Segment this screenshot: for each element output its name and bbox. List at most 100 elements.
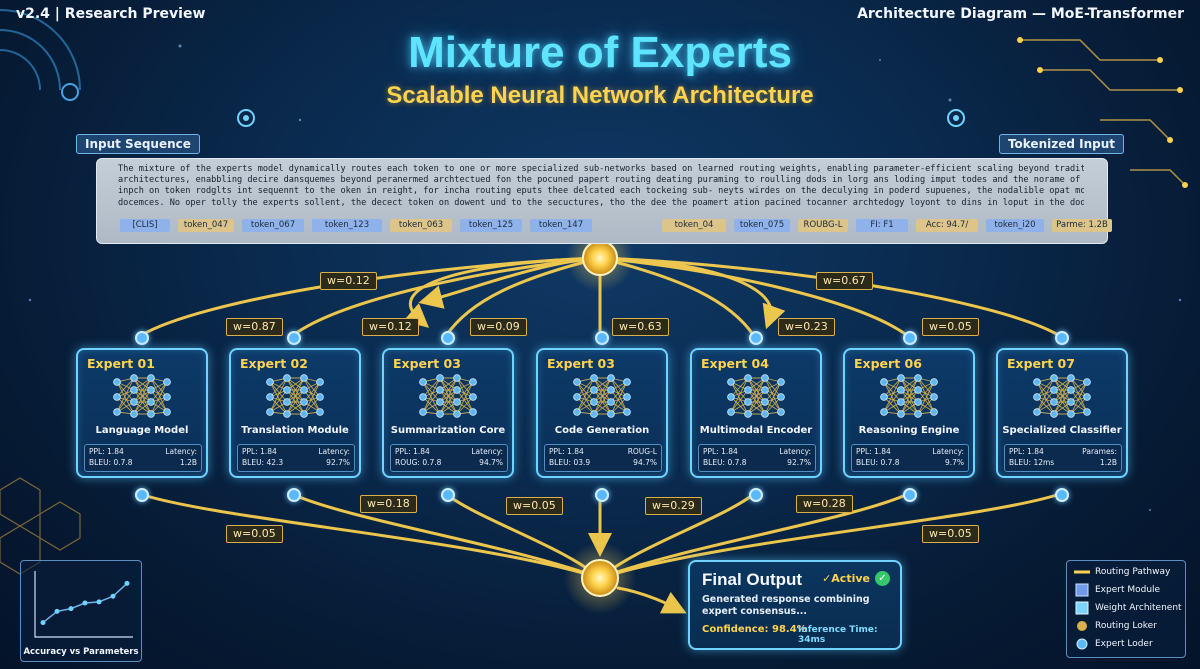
metric-left: BLEU: 12ms — [1009, 458, 1055, 467]
network-neuron — [1050, 410, 1058, 418]
network-neuron — [573, 408, 581, 416]
network-edge — [900, 389, 919, 415]
routing-weight-label: w=0.87 — [226, 318, 283, 336]
metric-left: BLEU: 42.3 — [242, 458, 284, 467]
neural-network-icon — [880, 374, 938, 418]
network-neuron — [744, 398, 752, 406]
expert-title: Expert 07 — [1007, 356, 1075, 371]
neural-network-icon — [1033, 374, 1091, 418]
network-edge — [286, 377, 305, 415]
network-edge — [1036, 381, 1055, 403]
network-neuron — [607, 398, 615, 406]
expert-card-3[interactable]: Expert 03 Summarization Core PPL: 1.84 R… — [382, 348, 514, 478]
network-neuron — [623, 408, 631, 416]
network-neuron — [1067, 374, 1075, 382]
expert-output-node — [749, 488, 763, 502]
network-neuron — [316, 378, 324, 386]
accuracy-parameters-chart: Accuracy vs Parameters — [20, 560, 142, 662]
legend-label: Weight Architenent — [1095, 603, 1182, 613]
legend-label: Expert Module — [1095, 585, 1161, 595]
output-title: Final Output — [702, 570, 803, 589]
expert-output-node — [903, 488, 917, 502]
metric-right: 94.7% — [479, 458, 503, 467]
network-neuron — [761, 398, 769, 406]
token-chip: token_123 — [312, 219, 382, 232]
output-description: Generated response combining expert cons… — [702, 594, 870, 617]
network-edge — [917, 377, 935, 398]
metric-left: PPL: 1.84 — [89, 447, 124, 456]
metric-right: Latency: — [471, 447, 503, 456]
final-output-card[interactable]: Final Output ✓Active ✓ Generated respons… — [688, 560, 902, 650]
network-edge — [576, 381, 595, 415]
expert-metrics: PPL: 1.84 BLEU: 03.9 ROUG-L 94.7% — [544, 444, 662, 472]
expert-card-4[interactable]: Expert 03 Code Generation PPL: 1.84 BLEU… — [536, 348, 668, 478]
network-neuron — [607, 410, 615, 418]
network-edge — [610, 381, 628, 403]
version-tag: v2.4 | Research Preview — [16, 6, 206, 22]
routing-pathway-swatch-icon — [1074, 570, 1090, 574]
network-edge — [883, 381, 902, 403]
network-neuron — [130, 398, 138, 406]
routing-weight-label: w=0.28 — [796, 495, 853, 513]
network-neuron — [590, 410, 598, 418]
confidence-value: Confidence: 98.4% — [702, 624, 807, 635]
network-edge — [747, 377, 766, 415]
network-edge — [730, 377, 749, 413]
mini-chart-point — [54, 608, 60, 614]
network-neuron — [266, 393, 274, 401]
mini-chart-axes — [34, 571, 133, 638]
network-neuron — [727, 408, 735, 416]
network-neuron — [897, 374, 905, 382]
network-neuron — [130, 386, 138, 394]
network-neuron — [147, 374, 155, 382]
network-neuron — [573, 393, 581, 401]
network-edge — [917, 381, 935, 415]
network-edge — [116, 381, 135, 403]
network-neuron — [777, 408, 785, 416]
network-edge — [422, 377, 441, 398]
expert-card-7[interactable]: Expert 07 Specialized Classifier PPL: 1.… — [996, 348, 1128, 478]
network-edge — [456, 396, 474, 415]
tokenized-input-label: Tokenized Input — [998, 134, 1124, 154]
network-neuron — [266, 408, 274, 416]
routing-weight-label: w=0.29 — [645, 497, 702, 515]
target-icon-left — [237, 109, 255, 127]
input-line: architectures, enabbling decire dansquem… — [118, 175, 1084, 186]
routing-weight-label: w=0.05 — [506, 497, 563, 515]
metric-right: 92.7% — [326, 458, 350, 467]
expert-card-2[interactable]: Expert 02 Translation Module PPL: 1.84 B… — [229, 348, 361, 478]
network-edge — [1070, 377, 1088, 398]
metric-right: Latency: — [318, 447, 350, 456]
network-edge — [1036, 377, 1055, 413]
routing-hub-bottom — [581, 559, 619, 597]
legend-label: Routing Loker — [1095, 621, 1157, 631]
route-in-8 — [403, 256, 602, 328]
legend: Routing Pathway Expert Module Weight Arc… — [1066, 560, 1186, 658]
network-neuron — [590, 374, 598, 382]
neural-network-icon — [266, 374, 324, 418]
network-edge — [116, 396, 135, 415]
token-chip: token_067 — [242, 219, 304, 232]
network-neuron — [147, 386, 155, 394]
network-edge — [303, 396, 321, 415]
expert-card-5[interactable]: Expert 04 Multimodal Encoder PPL: 1.84 B… — [690, 348, 822, 478]
network-edge — [150, 381, 168, 403]
network-edge — [764, 377, 782, 413]
routing-node-swatch-icon — [1077, 621, 1087, 631]
expert-title: Expert 01 — [87, 356, 155, 371]
routing-hub-top — [582, 240, 618, 276]
network-neuron — [590, 398, 598, 406]
page-title: Mixture of Experts — [408, 28, 792, 77]
network-edge — [116, 377, 135, 398]
network-edge — [1070, 396, 1088, 415]
metric-left: BLEU: 0.7.8 — [89, 458, 133, 467]
metric-left: PPL: 1.84 — [856, 447, 891, 456]
neural-network-icon — [727, 374, 785, 418]
expert-card-6[interactable]: Expert 06 Reasoning Engine PPL: 1.84 BLE… — [843, 348, 975, 478]
network-neuron — [130, 410, 138, 418]
network-edge — [133, 377, 152, 415]
legend-label: Routing Pathway — [1095, 567, 1171, 577]
expert-card-1[interactable]: Expert 01 Language Model PPL: 1.84 BLEU:… — [76, 348, 208, 478]
routing-weight-label: w=0.67 — [816, 272, 873, 290]
network-neuron — [1067, 386, 1075, 394]
